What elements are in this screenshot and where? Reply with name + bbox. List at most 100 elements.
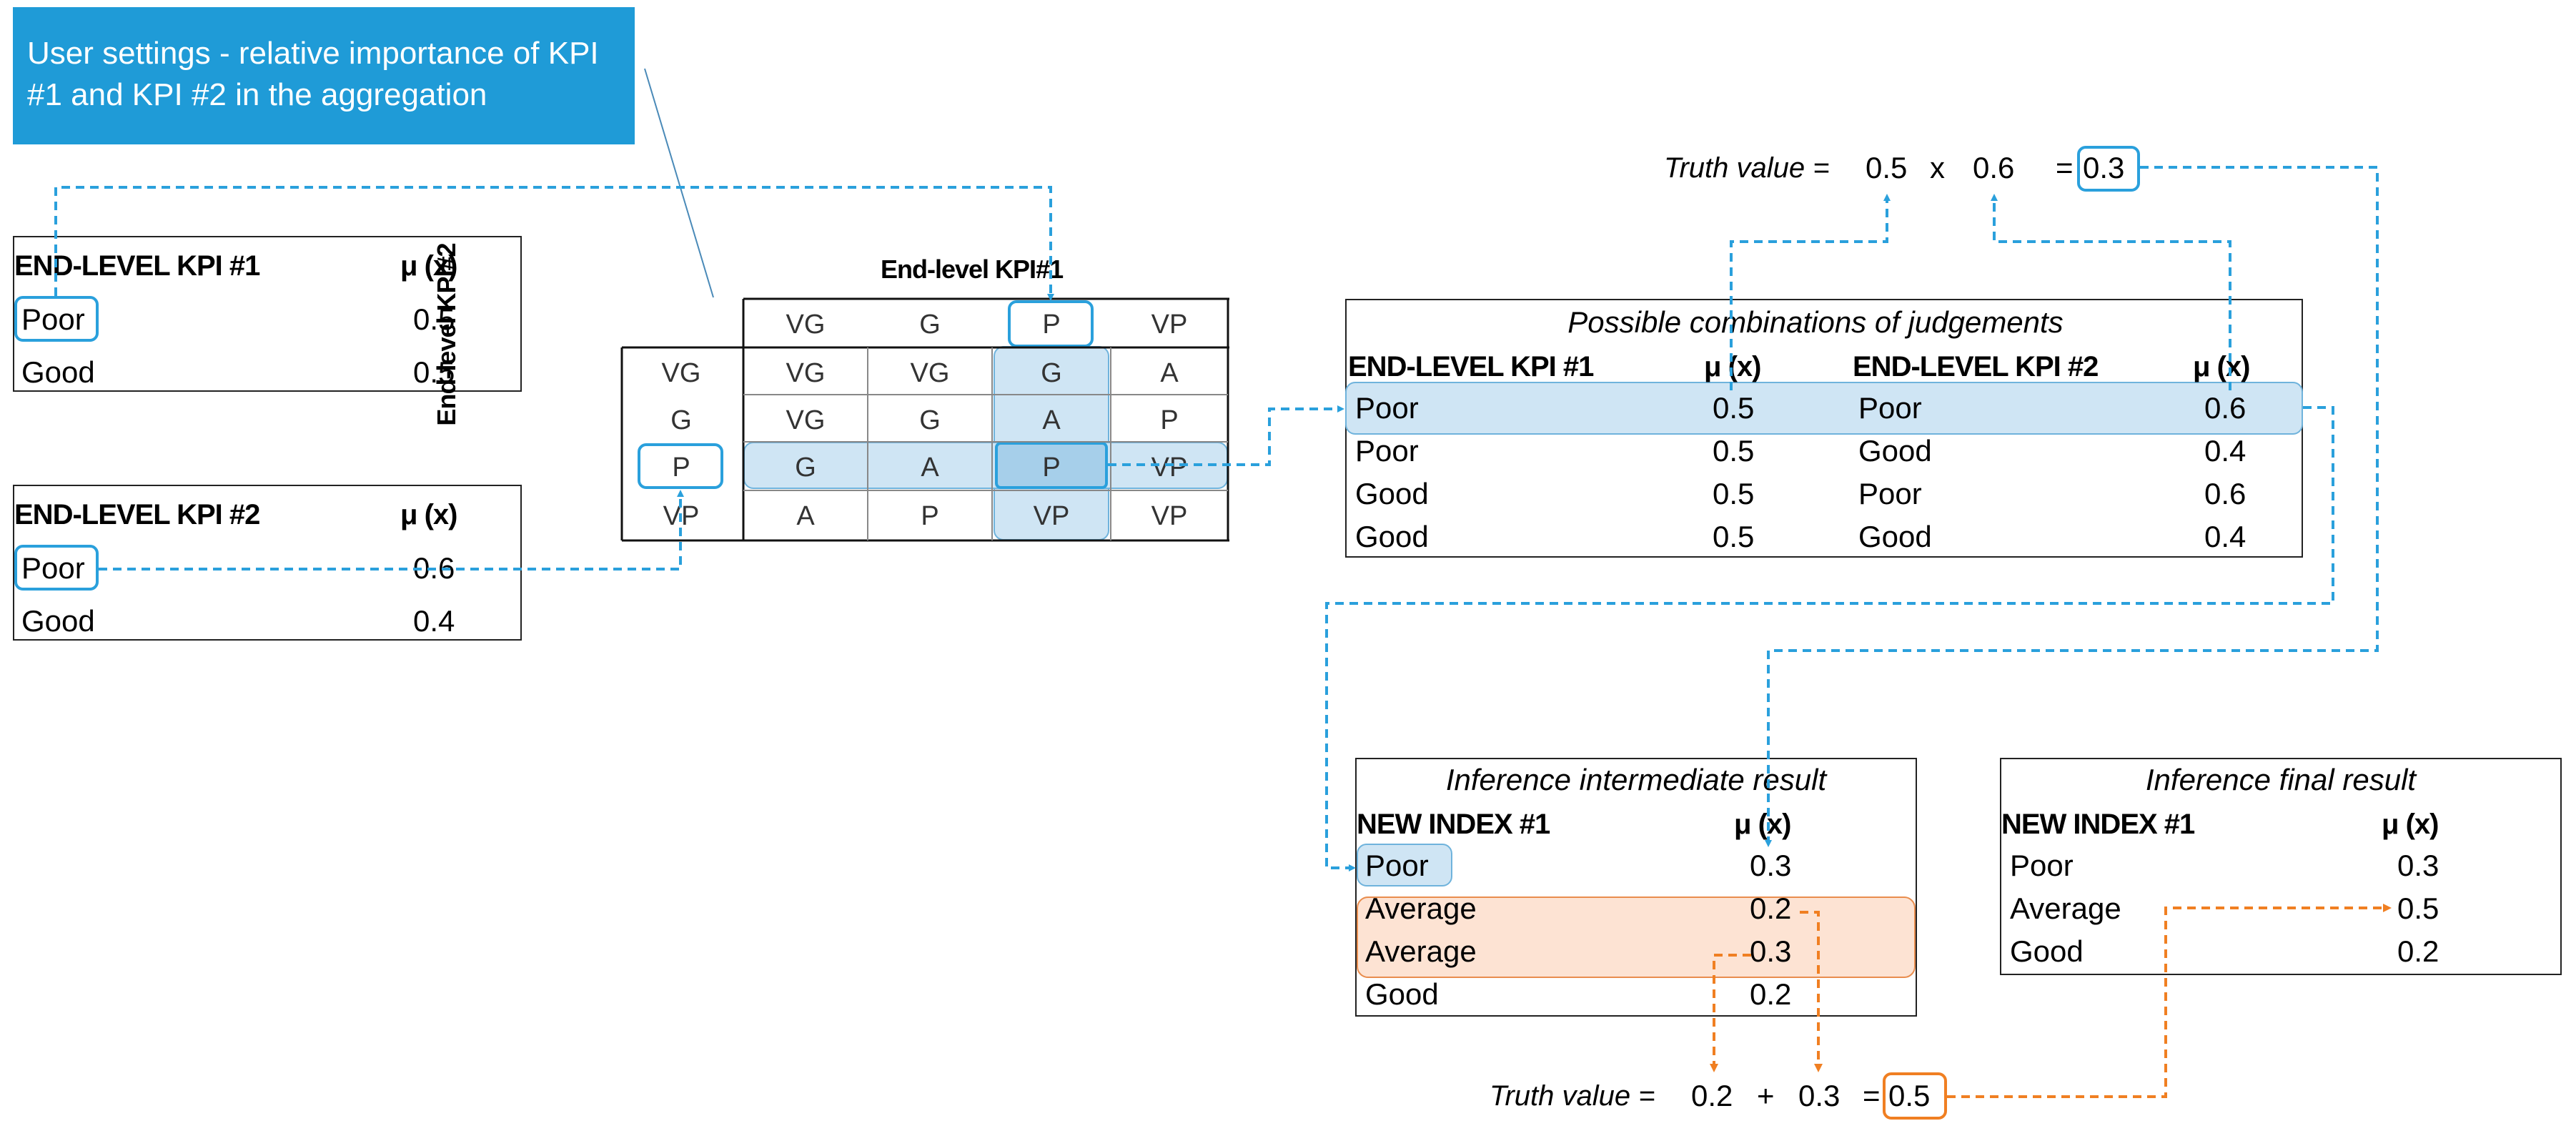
intermediate-row-label: Average — [1365, 891, 1477, 925]
kpi1-poor-highlight — [14, 296, 99, 342]
kpi2-poor-highlight — [14, 545, 99, 591]
truth-top-label: Truth value = — [1664, 152, 1830, 184]
final-row-label: Poor — [2010, 849, 2074, 882]
truth-top-eq: = — [2056, 151, 2074, 184]
truth-bottom-op: + — [1757, 1079, 1775, 1112]
combination-v1: 0.5 — [1713, 391, 1755, 425]
matrix-cell: P — [1160, 405, 1179, 435]
final-row-label: Average — [2010, 891, 2121, 925]
final-row-value: 0.3 — [2397, 849, 2439, 882]
combination-k2: Good — [1858, 434, 1932, 468]
combination-k2: Poor — [1858, 477, 1922, 510]
combination-k1: Good — [1355, 520, 1429, 553]
kpi2-header-name: END-LEVEL KPI #2 — [14, 499, 260, 530]
combination-k1: Poor — [1355, 391, 1419, 425]
matrix-row-header: G — [670, 405, 692, 435]
matrix-col-header: VP — [1151, 310, 1188, 340]
kpi1-row-label: Poor — [21, 302, 85, 336]
truth-bottom-result: 0.5 — [1888, 1079, 1931, 1112]
kpi2-row-label: Good — [21, 604, 95, 638]
matrix-cell: G — [795, 453, 816, 483]
matrix-cell: VP — [1151, 501, 1188, 531]
intermediate-title: Inference intermediate result — [1445, 763, 1827, 796]
intermediate-row-value: 0.2 — [1750, 977, 1792, 1011]
intermediate-average-highlight — [1357, 896, 1916, 978]
final-table — [2000, 758, 2562, 975]
matrix-row-highlight — [743, 442, 1228, 489]
kpi1-row-label: Good — [21, 355, 95, 389]
matrix-cell: VG — [786, 358, 826, 388]
matrix-cell: A — [796, 501, 815, 531]
matrix-row-header: VG — [661, 358, 701, 388]
matrix-cell: VG — [910, 358, 950, 388]
final-header-name: NEW INDEX #1 — [2001, 809, 2195, 840]
matrix-cell-highlight — [995, 442, 1108, 489]
final-title: Inference final result — [2145, 763, 2417, 796]
truth-bottom-label: Truth value = — [1490, 1080, 1655, 1112]
combination-v2: 0.4 — [2204, 434, 2246, 468]
combination-k1: Poor — [1355, 434, 1419, 468]
truth-top-result: 0.3 — [2083, 151, 2125, 184]
matrix-col-title: End-level KPI#1 — [881, 255, 1064, 284]
matrix-cell: VP — [1033, 501, 1070, 531]
truth-top-a: 0.5 — [1866, 151, 1908, 184]
matrix-rowheader-highlight — [638, 443, 723, 489]
combination-v1: 0.5 — [1713, 520, 1755, 553]
combination-k2: Good — [1858, 520, 1932, 553]
kpi1-header-mu: μ (x) — [400, 250, 457, 282]
intermediate-header-name: NEW INDEX #1 — [1357, 809, 1550, 840]
combination-v2: 0.4 — [2204, 520, 2246, 553]
truth-top-result-box — [2077, 146, 2140, 192]
intermediate-row-label: Poor — [1365, 849, 1429, 882]
matrix-cell: VP — [1151, 453, 1188, 483]
kpi2-table — [13, 485, 522, 641]
user-settings-callout: User settings - relative importance of K… — [13, 7, 635, 144]
combinations-h1: END-LEVEL KPI #1 — [1348, 351, 1594, 382]
truth-top-b: 0.6 — [1973, 151, 2015, 184]
matrix-cell: A — [1042, 405, 1061, 435]
matrix-cell: VG — [786, 405, 826, 435]
truth-bottom-result-box — [1883, 1072, 1947, 1120]
intermediate-header-mu: μ (x) — [1734, 809, 1791, 840]
intermediate-poor-highlight — [1357, 844, 1452, 886]
final-header-mu: μ (x) — [2382, 809, 2439, 840]
matrix-cell: P — [921, 501, 939, 531]
kpi1-row-value: 0.5 — [413, 355, 455, 389]
truth-bottom-eq: = — [1863, 1079, 1881, 1112]
truth-top-op: x — [1930, 151, 1945, 184]
kpi1-table — [13, 236, 522, 392]
matrix-col-header: P — [1042, 310, 1061, 340]
combination-v1: 0.5 — [1713, 477, 1755, 510]
kpi2-header-mu: μ (x) — [400, 499, 457, 530]
matrix-col-header: G — [919, 310, 941, 340]
final-row-label: Good — [2010, 934, 2084, 968]
matrix-cell: G — [919, 405, 941, 435]
kpi2-row-label: Poor — [21, 551, 85, 585]
combination-k1: Good — [1355, 477, 1429, 510]
truth-bottom-b: 0.3 — [1798, 1079, 1841, 1112]
intermediate-row-label: Average — [1365, 934, 1477, 968]
combination-v2: 0.6 — [2204, 391, 2246, 425]
final-row-value: 0.2 — [2397, 934, 2439, 968]
intermediate-row-value: 0.3 — [1750, 934, 1792, 968]
matrix-cell: A — [921, 453, 939, 483]
combination-row-highlight — [1345, 382, 2303, 435]
intermediate-row-label: Good — [1365, 977, 1439, 1011]
final-row-value: 0.5 — [2397, 891, 2439, 925]
matrix-cell: A — [1160, 358, 1179, 388]
matrix-cell: G — [1041, 358, 1062, 388]
kpi2-row-value: 0.4 — [413, 604, 455, 638]
matrix-cell: P — [1042, 453, 1061, 483]
combinations-hmu1: μ (x) — [1704, 351, 1761, 382]
combinations-title: Possible combinations of judgements — [1567, 305, 2064, 339]
intermediate-row-value: 0.3 — [1750, 849, 1792, 882]
combination-v2: 0.6 — [2204, 477, 2246, 510]
matrix-row-header: P — [672, 453, 690, 483]
combinations-hmu2: μ (x) — [2193, 351, 2250, 382]
truth-bottom-a: 0.2 — [1691, 1079, 1733, 1112]
matrix-col-header: VG — [786, 310, 826, 340]
intermediate-table — [1355, 758, 1917, 1017]
kpi1-row-value: 0.5 — [413, 302, 455, 336]
